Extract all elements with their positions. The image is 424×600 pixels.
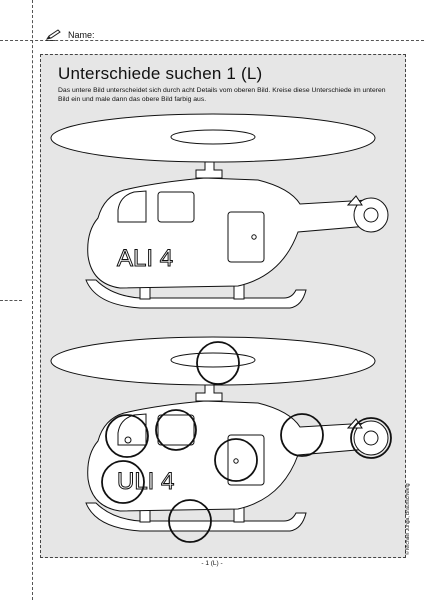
difference-circle-rotor <box>196 341 240 385</box>
top-skids <box>85 279 307 309</box>
cut-line-horizontal <box>0 40 424 41</box>
bottom-door <box>227 434 265 486</box>
top-door <box>227 211 265 263</box>
top-rotor-mast <box>195 161 223 179</box>
difference-circle-door <box>214 438 258 482</box>
difference-circle-front-window <box>105 414 149 458</box>
top-tail-text: ALI 4 <box>117 245 173 272</box>
worksheet-instructions: Das untere Bild unterscheidet sich durch… <box>58 87 386 103</box>
fold-mark <box>0 300 22 301</box>
difference-circle-tail-boom <box>280 413 324 457</box>
top-front-window <box>117 190 147 223</box>
bottom-front-window <box>117 413 147 446</box>
top-side-window <box>157 191 195 223</box>
copyright-text: © Michael Junga, Braunschweig <box>405 483 411 556</box>
worksheet-title: Unterschiede suchen 1 (L) <box>58 64 263 83</box>
bottom-skids <box>85 502 307 532</box>
top-rotor-hub <box>170 129 256 145</box>
difference-circle-tail-text <box>101 460 145 504</box>
name-label: Name: <box>68 30 95 40</box>
bottom-side-window <box>157 414 195 446</box>
pencil-icon <box>46 29 61 41</box>
page-number: - 1 (L) - <box>201 560 223 567</box>
difference-circle-side-window <box>155 409 197 451</box>
top-helicopter: ALI 4 <box>50 113 389 309</box>
bottom-tail-text: ULI 4 <box>117 468 174 495</box>
bottom-rotor-mast <box>195 384 223 402</box>
name-row: Name: <box>46 28 95 42</box>
difference-circle-tail-rotor <box>350 417 392 459</box>
difference-circles <box>101 341 392 543</box>
difference-circle-skids <box>168 499 212 543</box>
cut-line-vertical <box>32 0 33 600</box>
bottom-helicopter: ULI 4 <box>50 336 389 532</box>
bottom-rotor-hub <box>170 352 256 368</box>
